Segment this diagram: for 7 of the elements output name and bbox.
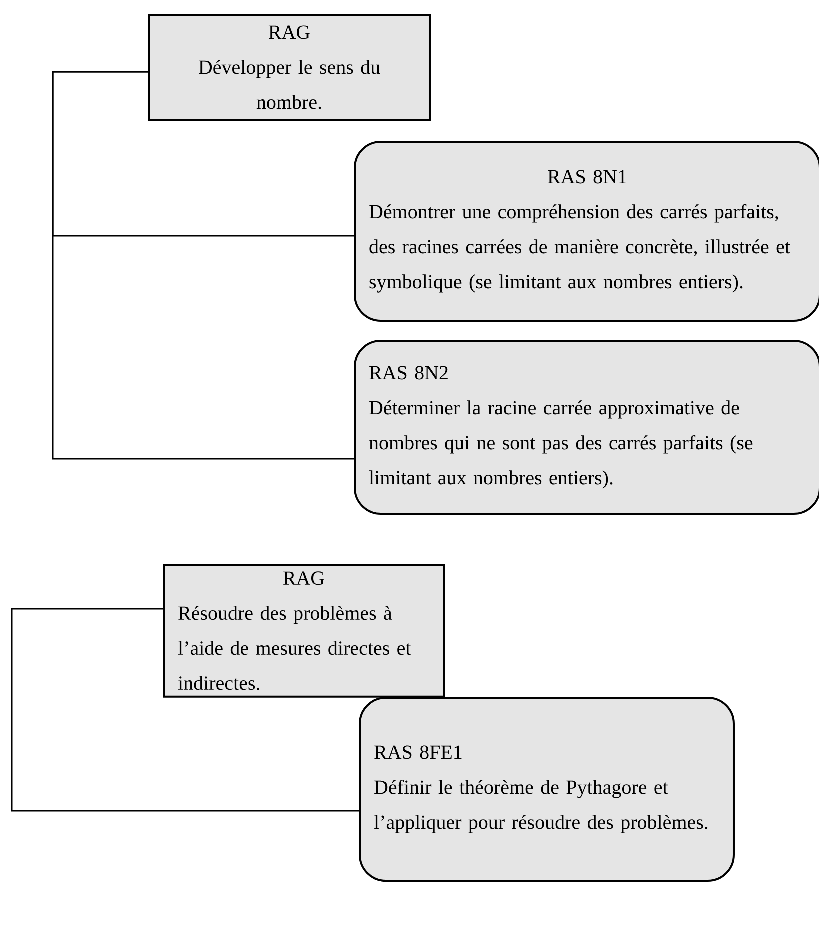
outcome-box: RAS 8N2 Déterminer la racine carrée approximative de nombres qui ne sont pas des carrés parfaits (se limitant aux nombres entiers). (354, 340, 819, 515)
outcome-box: RAS 8FE1 Définir le théorème de Pythagore et l’appliquer pour résoudre des problèmes. (359, 697, 735, 882)
goal-box: RAG Développer le sens du nombre. (148, 14, 431, 121)
outcome-box: RAS 8N1 Démontrer une compréhension des carrés parfaits, des racines carrées de manière concrète, illustrée et symbolique (se limitant aux nombres entiers). (354, 141, 819, 322)
goal-box: RAG Résoudre des problèmes à l’aide de mesures directes et indirectes. (163, 564, 445, 698)
connector-line (11, 608, 359, 812)
connector-line (52, 71, 354, 460)
